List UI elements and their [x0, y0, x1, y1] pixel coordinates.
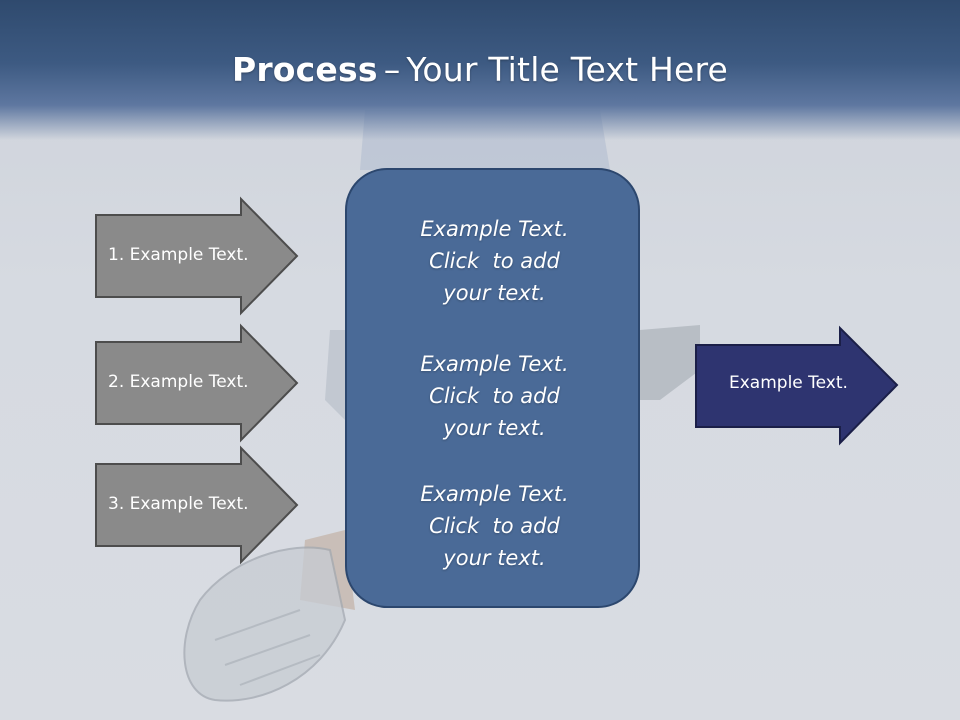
- block-line: Click to add: [429, 249, 560, 273]
- step-label-3: 3. Example Text.: [108, 494, 249, 514]
- block-line: your text.: [443, 416, 546, 440]
- output-arrow[interactable]: [695, 325, 899, 446]
- step-arrow-2[interactable]: [95, 323, 299, 443]
- header-band: [0, 0, 960, 140]
- title-rest: Your Title Text Here: [406, 50, 729, 89]
- step-label-2: 2. Example Text.: [108, 372, 249, 392]
- block-line: Click to add: [429, 514, 560, 538]
- output-label: Example Text.: [729, 373, 848, 393]
- step-arrow-3[interactable]: [95, 445, 299, 565]
- center-text-block-1[interactable]: Example Text. Click to add your text.: [347, 213, 642, 309]
- step-label-1: 1. Example Text.: [108, 245, 249, 265]
- block-line: your text.: [443, 546, 546, 570]
- block-line: Example Text.: [420, 482, 569, 506]
- center-text-box[interactable]: Example Text. Click to add your text. Ex…: [345, 168, 640, 608]
- title-separator: –: [383, 50, 401, 89]
- center-text-block-2[interactable]: Example Text. Click to add your text.: [347, 348, 642, 444]
- center-text-block-3[interactable]: Example Text. Click to add your text.: [347, 478, 642, 574]
- block-line: Example Text.: [420, 217, 569, 241]
- block-line: your text.: [443, 281, 546, 305]
- block-line: Click to add: [429, 384, 560, 408]
- block-line: Example Text.: [420, 352, 569, 376]
- title-bold: Process: [231, 50, 378, 89]
- slide-title[interactable]: Process–Your Title Text Here: [0, 50, 960, 89]
- step-arrow-1[interactable]: [95, 196, 299, 316]
